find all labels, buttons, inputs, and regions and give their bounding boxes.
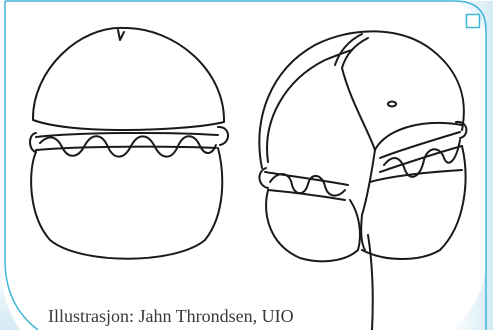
square-outline-icon — [465, 13, 481, 29]
left-cell — [30, 28, 228, 259]
right-cell — [259, 31, 466, 330]
illustration-credit: Illustrasjon: Jahn Throndsen, UIO — [48, 305, 294, 327]
